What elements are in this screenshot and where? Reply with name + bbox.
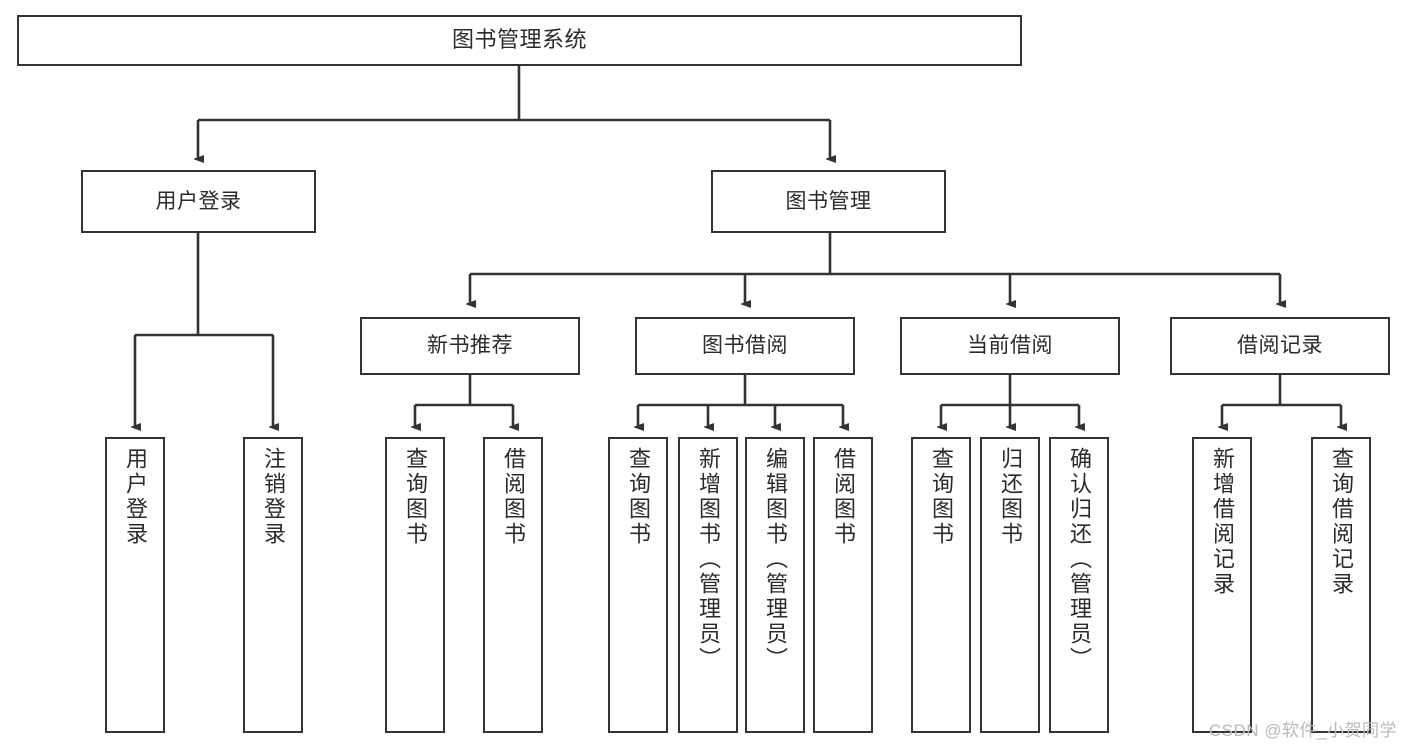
node-leaf-query-book-3[interactable]: 查询图书 xyxy=(911,437,971,733)
node-leaf-confirm-return[interactable]: 确认归还（管理员） xyxy=(1049,437,1109,733)
node-leaf-query-record[interactable]: 查询借阅记录 xyxy=(1311,437,1371,733)
node-leaf-add-book[interactable]: 新增图书（管理员） xyxy=(678,437,738,733)
node-leaf-add-book-label: 新增图书（管理员） xyxy=(696,447,721,672)
node-leaf-edit-book-label: 编辑图书（管理员） xyxy=(763,447,788,672)
node-user-login-label: 用户登录 xyxy=(155,189,242,213)
node-new-book-recommend[interactable]: 新书推荐 xyxy=(360,317,580,375)
node-leaf-add-record-label: 新增借阅记录 xyxy=(1210,447,1235,597)
node-leaf-return-book[interactable]: 归还图书 xyxy=(980,437,1040,733)
node-leaf-add-record[interactable]: 新增借阅记录 xyxy=(1192,437,1252,733)
node-leaf-borrow-book-1-label: 借阅图书 xyxy=(501,447,526,547)
node-book-borrow-label: 图书借阅 xyxy=(702,334,788,358)
node-book-manage-label: 图书管理 xyxy=(785,189,872,213)
node-user-login[interactable]: 用户登录 xyxy=(81,170,316,233)
node-leaf-borrow-book-1[interactable]: 借阅图书 xyxy=(483,437,543,733)
node-leaf-user-login-label: 用户登录 xyxy=(123,447,148,547)
node-leaf-query-book-2-label: 查询图书 xyxy=(626,447,651,547)
node-leaf-edit-book[interactable]: 编辑图书（管理员） xyxy=(745,437,805,733)
node-borrow-record[interactable]: 借阅记录 xyxy=(1170,317,1390,375)
node-book-borrow[interactable]: 图书借阅 xyxy=(635,317,855,375)
node-leaf-return-book-label: 归还图书 xyxy=(998,447,1023,547)
node-root[interactable]: 图书管理系统 xyxy=(17,15,1022,66)
node-leaf-borrow-book-2[interactable]: 借阅图书 xyxy=(813,437,873,733)
node-borrow-record-label: 借阅记录 xyxy=(1237,334,1323,358)
node-leaf-borrow-book-2-label: 借阅图书 xyxy=(831,447,856,547)
node-leaf-query-book-1[interactable]: 查询图书 xyxy=(385,437,445,733)
node-new-book-recommend-label: 新书推荐 xyxy=(427,334,513,358)
node-book-manage[interactable]: 图书管理 xyxy=(711,170,946,233)
node-current-borrow[interactable]: 当前借阅 xyxy=(900,317,1120,375)
node-leaf-user-login[interactable]: 用户登录 xyxy=(105,437,165,733)
node-leaf-confirm-return-label: 确认归还（管理员） xyxy=(1067,447,1092,672)
node-leaf-logout-login-label: 注销登录 xyxy=(261,447,286,547)
node-leaf-logout-login[interactable]: 注销登录 xyxy=(243,437,303,733)
node-leaf-query-book-3-label: 查询图书 xyxy=(929,447,954,547)
node-leaf-query-book-2[interactable]: 查询图书 xyxy=(608,437,668,733)
node-root-label: 图书管理系统 xyxy=(451,27,587,53)
watermark-text: CSDN @软件_小贺同学 xyxy=(1208,721,1397,740)
node-leaf-query-book-1-label: 查询图书 xyxy=(403,447,428,547)
node-leaf-query-record-label: 查询借阅记录 xyxy=(1329,447,1354,597)
node-current-borrow-label: 当前借阅 xyxy=(967,334,1053,358)
